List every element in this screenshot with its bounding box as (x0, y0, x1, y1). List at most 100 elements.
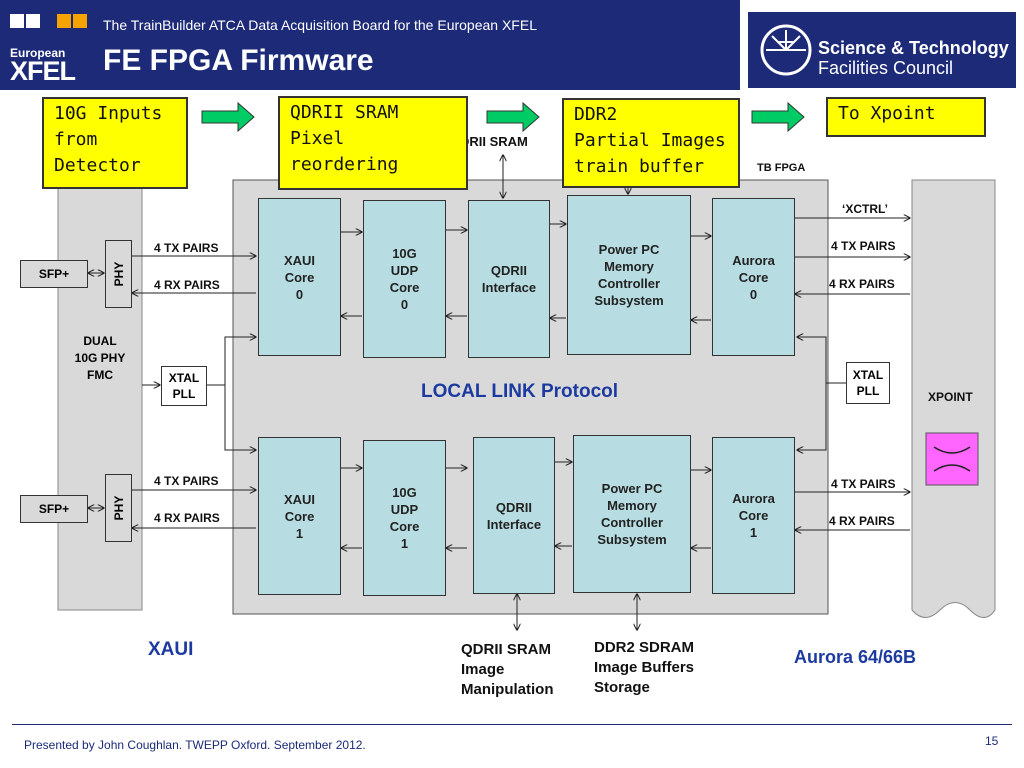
block-text: Core (389, 280, 420, 295)
block-text: Power PC (598, 242, 660, 257)
tx-pairs-label: 4 TX PAIRS (831, 477, 896, 491)
page-number: 15 (985, 734, 999, 748)
tx-pairs-label: 4 TX PAIRS (154, 241, 219, 255)
phy-chip-0: PHY (105, 240, 132, 308)
callout-line: To Xpoint (838, 103, 936, 124)
block-text: Core (284, 269, 315, 285)
callout-line: reordering (290, 154, 399, 175)
block-text: Controller (600, 515, 664, 530)
slide-subtitle: The TrainBuilder ATCA Data Acquisition B… (103, 17, 537, 33)
stfc-logo (748, 12, 1016, 88)
block-text: Interface (486, 516, 542, 532)
block-text: Core (738, 508, 769, 523)
callout-line: Partial Images (574, 130, 726, 151)
block-text: 1 (749, 525, 758, 540)
callout-line: DDR2 (574, 104, 618, 125)
block-text: Memory (604, 259, 654, 274)
block-text: 0 (295, 286, 304, 302)
block-text: XAUI (283, 491, 316, 507)
label-line: Manipulation (461, 681, 554, 698)
block-text: UDP (390, 263, 419, 278)
label-line: Storage (594, 679, 650, 696)
stfc-emblem-icon (760, 24, 812, 76)
rx-pairs-label: 4 RX PAIRS (154, 511, 220, 525)
xfel-logo-european: European (10, 46, 66, 60)
callout-line: Pixel (290, 128, 345, 149)
label-line: DUAL (83, 334, 117, 348)
tx-pairs-label: 4 TX PAIRS (831, 239, 896, 253)
aurora-label: Aurora 64/66B (794, 647, 917, 667)
block-text: 0 (400, 297, 409, 312)
sfp-module-1: SFP+ (20, 495, 88, 523)
block-text: 1 (295, 525, 304, 541)
xctrl-label: ‘XCTRL’ (842, 202, 889, 216)
callout-line: Detector (54, 155, 141, 176)
phy-chip-1: PHY (105, 474, 132, 542)
qdrii-sram-memory-label: QDRII SRAM Image Manipulation (461, 640, 554, 700)
xtal-pll-right: XTAL PLL (846, 362, 890, 404)
label-line: QDRII SRAM (461, 641, 551, 658)
tx-pairs-label: 4 TX PAIRS (154, 474, 219, 488)
sfp-label: SFP+ (38, 267, 70, 281)
callout-10g-inputs: 10G Inputs from Detector (42, 97, 188, 189)
green-arrow-icon (201, 101, 255, 133)
block-text: Subsystem (597, 532, 667, 547)
title-bar (0, 0, 740, 90)
xfel-logo-square (10, 14, 24, 28)
callout-ddr2-train-buffer: DDR2 Partial Images train buffer (562, 98, 740, 188)
block-text: Power PC (601, 481, 663, 496)
block-text: Memory (607, 498, 657, 513)
xpoint-switch (925, 432, 979, 486)
slide-title: FE FPGA Firmware (103, 44, 374, 77)
xfel-logo-square (26, 14, 40, 28)
callout-line: from (54, 129, 98, 150)
label-line: PLL (172, 387, 196, 401)
block-text: XAUI (283, 252, 316, 268)
dual-phy-fmc-label: DUAL 10G PHY FMC (58, 333, 142, 384)
block-text: Core (284, 508, 315, 524)
block-text: QDRII (495, 499, 533, 515)
label-line: Image (461, 661, 505, 678)
callout-line: train buffer (574, 156, 705, 177)
callout-qdr-pixel-reordering: QDRII SRAM Pixel reordering (278, 96, 468, 190)
label-line: XTAL (852, 368, 884, 382)
block-text: Aurora (732, 491, 775, 506)
rx-pairs-label: 4 RX PAIRS (829, 514, 895, 528)
phy-label: PHY (111, 261, 126, 287)
block-text: QDRII (490, 263, 528, 278)
block-text: UDP (390, 502, 419, 517)
block-text: Controller (597, 276, 661, 291)
block-text: Core (738, 269, 769, 285)
label-line: Image Buffers (594, 659, 695, 676)
block-text: Aurora (732, 252, 775, 268)
ddr2-sdram-memory-label: DDR2 SDRAM Image Buffers Storage (594, 638, 694, 698)
qdr-top-label: DRII SRAM (460, 134, 528, 149)
label-line: FMC (87, 368, 113, 382)
footer-divider (12, 724, 1012, 725)
xfel-logo-square (73, 14, 87, 28)
xaui-label: XAUI (148, 639, 194, 660)
rx-pairs-label: 4 RX PAIRS (154, 278, 220, 292)
callout-to-xpoint: To Xpoint (826, 97, 986, 137)
label-line: XTAL (168, 371, 200, 385)
block-text: 10G (392, 246, 417, 261)
block-text: Subsystem (594, 293, 664, 308)
tb-fpga-label: TB FPGA (757, 162, 806, 174)
udp-core-0: 10G UDP Core 0 (363, 200, 446, 358)
xpoint-label: XPOINT (928, 390, 973, 404)
callout-line: 10G Inputs (54, 103, 163, 124)
label-line: 10G PHY (74, 351, 126, 365)
xfel-logo-square (57, 14, 71, 28)
sfp-module-0: SFP+ (20, 260, 88, 288)
label-line: PLL (856, 384, 880, 398)
sfp-label: SFP+ (38, 502, 70, 516)
block-text: 1 (400, 536, 409, 551)
xtal-pll-left: XTAL PLL (161, 366, 207, 406)
xpoint-column (911, 179, 996, 618)
